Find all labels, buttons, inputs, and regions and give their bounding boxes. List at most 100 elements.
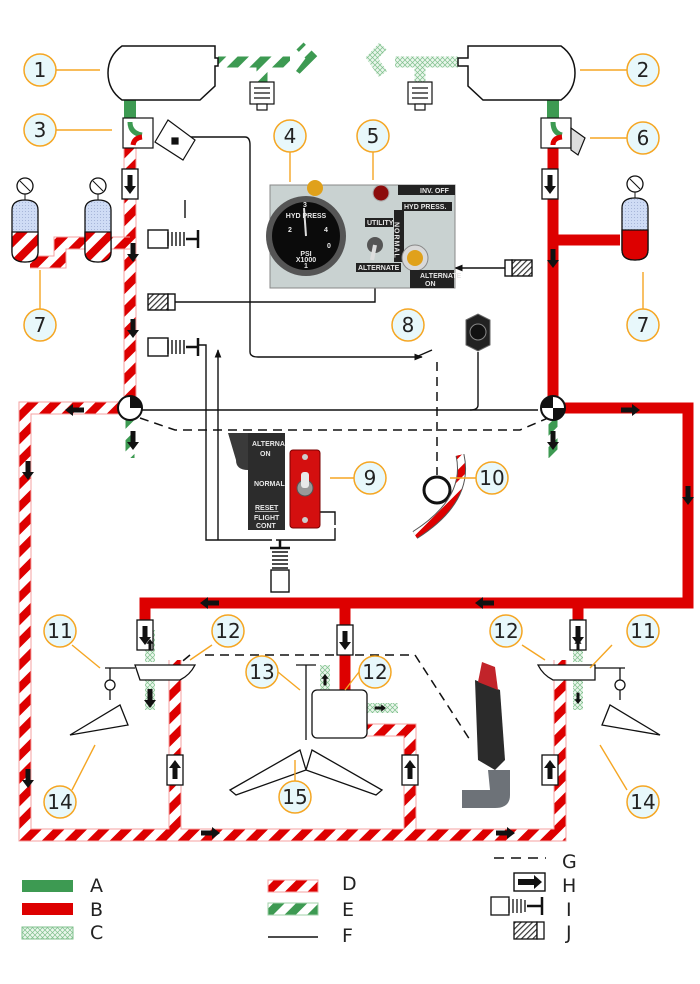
svg-text:12: 12	[493, 619, 518, 643]
normal-label: NORMAL	[393, 222, 400, 259]
relief-valve-left	[249, 81, 275, 111]
return-line-pipes	[18, 143, 567, 842]
callout-3: 3	[23, 113, 57, 147]
svg-text:14: 14	[47, 790, 72, 814]
svg-text:11: 11	[47, 619, 72, 643]
legend-swatch-b	[22, 903, 73, 915]
gauge-tick: 0	[327, 243, 331, 250]
callout-12-left: 12	[211, 614, 245, 648]
callout-15: 15	[278, 780, 312, 814]
utility-label: UTILITY	[367, 220, 394, 227]
supply-line-pipes	[124, 42, 583, 713]
svg-text:15: 15	[282, 785, 307, 809]
hyd-press-label: HYD PRESS.	[404, 204, 446, 211]
check-valve-right	[540, 395, 566, 421]
alternate-on-label-2: ON	[425, 281, 436, 288]
legend-swatch-j	[513, 921, 545, 940]
push-button-icon[interactable]	[465, 313, 491, 352]
aileron-servo-right	[536, 664, 661, 736]
svg-text:9: 9	[364, 466, 377, 490]
actuator-3	[270, 540, 290, 593]
callout-5: 5	[356, 119, 390, 153]
aileron-servo-left	[69, 664, 197, 736]
gauge-title: HYD PRESS	[286, 213, 327, 220]
callout-leaders	[39, 69, 644, 791]
callout-1: 1	[23, 53, 57, 87]
cont-label: CONT	[256, 523, 277, 530]
alternate-label: ALTERNATE	[358, 265, 400, 272]
callout-2: 2	[626, 53, 660, 87]
callout-7-left: 7	[23, 308, 57, 342]
svg-text:1: 1	[34, 58, 47, 82]
legend-label-e: E	[342, 899, 354, 921]
actuator-1	[147, 229, 200, 249]
callout-11-right: 11	[626, 614, 660, 648]
relief-valve-right	[407, 81, 433, 111]
legend-swatch-c	[21, 926, 74, 940]
callout-6: 6	[626, 121, 660, 155]
callout-10: 10	[475, 461, 509, 495]
callout-14-right: 14	[626, 785, 660, 819]
legend-label-d: D	[342, 873, 357, 895]
callout-12-center: 12	[358, 655, 392, 689]
on-label: ON	[260, 451, 271, 458]
svg-text:2: 2	[637, 58, 650, 82]
legend-label-a: A	[90, 875, 103, 897]
stabilizer-15	[228, 749, 384, 796]
svg-text:12: 12	[215, 619, 240, 643]
inv-off-label: INV. OFF	[420, 188, 450, 195]
accumulator-right	[621, 175, 649, 261]
hydraulic-pressure-panel: HYD PRESS PSI X1000 2 3 4 0 1 INV. OFF U…	[266, 180, 462, 289]
svg-text:6: 6	[637, 126, 650, 150]
flight-control-switch-panel: ALTERNA ON NORMAL RESET FLIGHT CONT	[228, 433, 321, 530]
reservoir-tank-left	[107, 45, 219, 101]
svg-text:4: 4	[284, 124, 297, 148]
svg-text:13: 13	[249, 660, 274, 684]
flight-label: FLIGHT	[254, 515, 280, 522]
legend-label-b: B	[90, 899, 103, 921]
legend-label-h: H	[562, 875, 576, 897]
control-column-13	[296, 664, 316, 740]
svg-text:12: 12	[362, 660, 387, 684]
tail-servo	[228, 664, 384, 796]
callout-14-left: 14	[43, 785, 77, 819]
svg-text:10: 10	[479, 466, 504, 490]
gauge-tick: 3	[303, 202, 307, 209]
emergency-lever[interactable]	[412, 454, 466, 539]
svg-text:8: 8	[402, 313, 415, 337]
callout-9: 9	[353, 461, 387, 495]
control-surface-left	[69, 704, 129, 736]
alternate-on-warning-light[interactable]	[401, 244, 429, 272]
gauge-tick: 4	[324, 227, 328, 234]
legend-swatch-e	[267, 902, 319, 916]
svg-text:5: 5	[367, 124, 380, 148]
svg-text:3: 3	[34, 118, 47, 142]
callout-12-right: 12	[489, 614, 523, 648]
gauge-tick: 1	[304, 263, 308, 270]
hatched-valve-right	[504, 259, 533, 277]
callout-11-left: 11	[43, 614, 77, 648]
reset-label: RESET	[255, 505, 279, 512]
callout-4: 4	[273, 119, 307, 153]
flight-control-toggle-switch[interactable]	[296, 472, 314, 497]
legend-swatch-h	[513, 872, 546, 892]
selector-valve-right	[540, 117, 586, 156]
legend-label-c: C	[90, 922, 103, 944]
control-stick	[462, 662, 510, 808]
legend-swatch-a	[22, 880, 73, 892]
legend: A B C D E F G H I J	[21, 851, 577, 947]
gauge-scale: X1000	[296, 257, 316, 264]
svg-text:11: 11	[630, 619, 655, 643]
utility-toggle-switch[interactable]	[367, 237, 383, 261]
legend-swatch-d	[267, 879, 319, 893]
accumulator-left-2	[84, 177, 112, 263]
callout-8: 8	[391, 308, 425, 342]
gauge-unit: PSI	[300, 251, 311, 258]
legend-label-f: F	[342, 925, 353, 947]
svg-text:7: 7	[637, 313, 650, 337]
callout-13: 13	[245, 655, 279, 689]
alterna-label: ALTERNA	[252, 441, 285, 448]
legend-swatch-i	[490, 896, 544, 916]
check-valve-left	[117, 395, 143, 421]
